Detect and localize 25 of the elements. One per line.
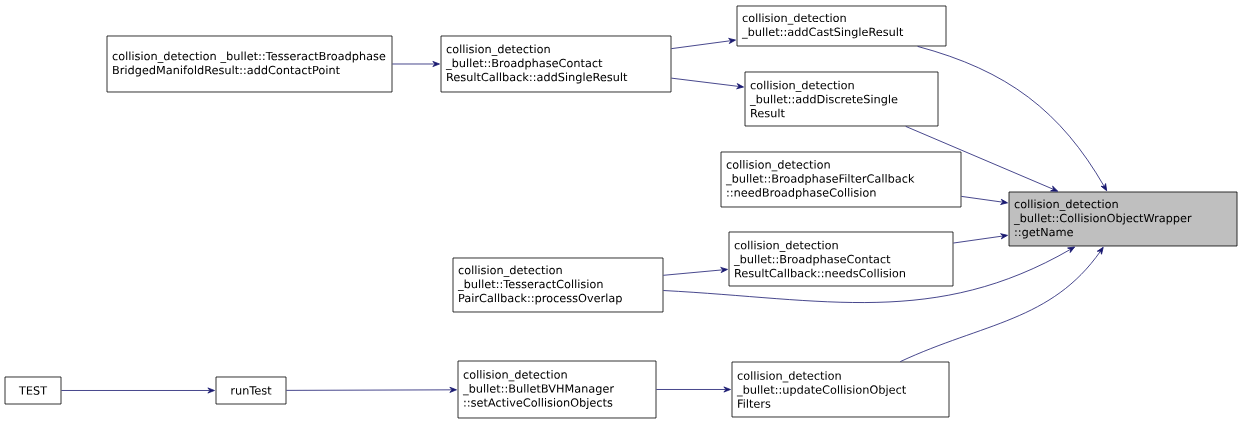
function-box: collision_detection _bullet::updateCollisionObject Filters (731, 361, 950, 418)
function-box: collision_detection _bullet::CollisionObjectWrapper ::getName (1008, 191, 1238, 247)
arrow (953, 233, 1008, 244)
arrow (286, 386, 457, 393)
function-box: collision_detection _bullet::BroadphaseContact ResultCallback::needsCollision (728, 231, 954, 287)
arrow (61, 387, 215, 394)
arrow (392, 61, 440, 67)
arrow (656, 386, 731, 393)
arrow (899, 246, 1104, 362)
function-box: collision_detection _bullet::TesseractBroadphase BridgedManifoldResult::addContactPoint (106, 35, 393, 93)
arrow (961, 196, 1008, 205)
function-box: runTest (215, 376, 287, 405)
function-box: collision_detection _bullet::BulletBVHManager ::setActiveCollisionObjects (457, 360, 657, 419)
arrow (663, 246, 1076, 303)
function-box: collision_detection _bullet::addCastSingleResult (736, 5, 947, 47)
function-box: collision_detection _bullet::TesseractCollision PairCallback::processOverlap (452, 257, 664, 313)
function-box: TEST (4, 376, 62, 405)
arrow (671, 38, 736, 50)
function-box: collision_detection _bullet::BroadphaseContact ResultCallback::addSingleResult (440, 35, 672, 93)
function-box: collision_detection _bullet::addDiscreteSingle Result (744, 71, 939, 127)
arrow (917, 46, 1108, 192)
arrow (671, 77, 744, 90)
arrow (663, 267, 728, 276)
arrow (905, 126, 1059, 192)
function-box: collision_detection _bullet::BroadphaseFilterCallback ::needBroadphaseCollision (720, 151, 962, 208)
